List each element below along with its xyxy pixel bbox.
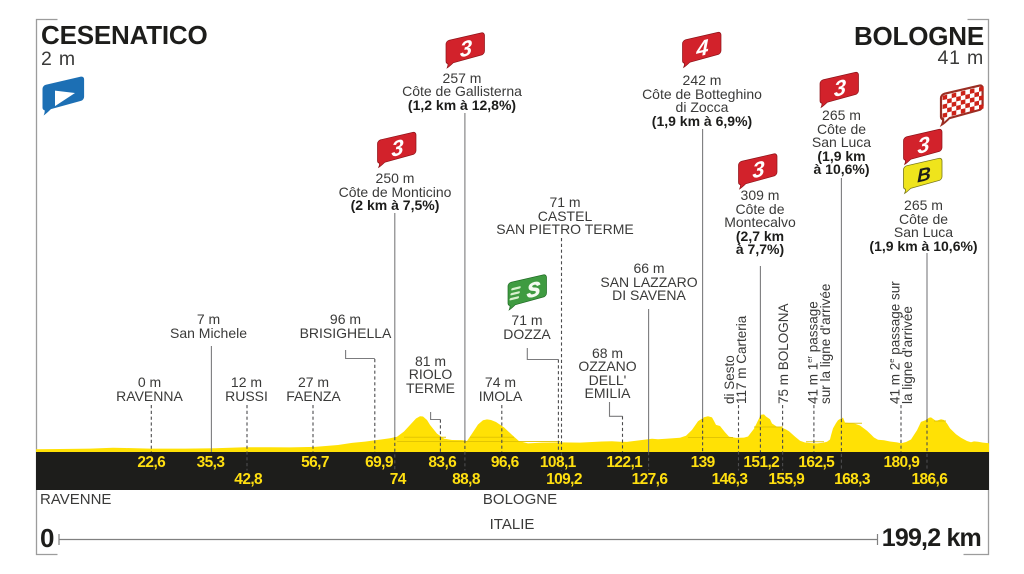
svg-text:3: 3: [834, 74, 847, 102]
svg-text:3: 3: [460, 35, 473, 63]
svg-text:3: 3: [917, 131, 930, 159]
svg-text:4: 4: [695, 34, 709, 62]
svg-text:3: 3: [391, 134, 404, 162]
svg-text:S: S: [527, 278, 541, 303]
svg-text:3: 3: [752, 156, 765, 184]
svg-text:B: B: [917, 164, 931, 188]
